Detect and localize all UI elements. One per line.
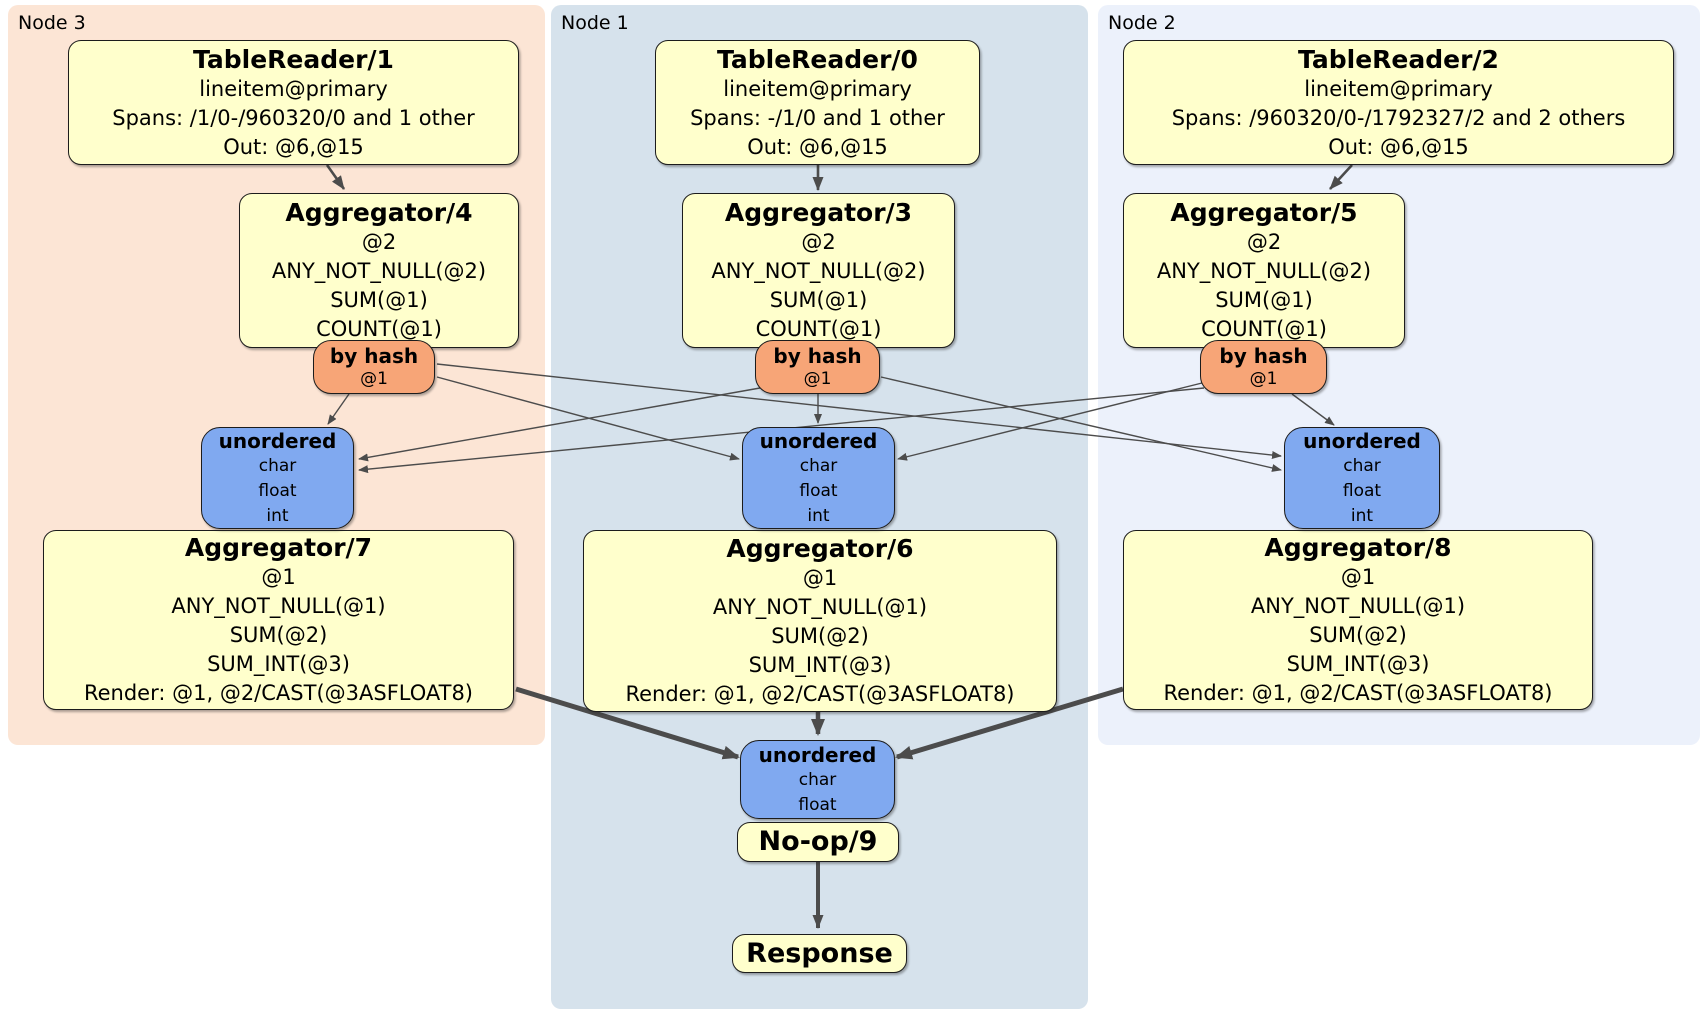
processor-line: @2 xyxy=(361,230,397,254)
processor-line: ANY_NOT_NULL(@1) xyxy=(171,594,386,618)
processor-title: Aggregator/4 xyxy=(285,198,473,227)
processor-line: lineitem@primary xyxy=(199,76,388,101)
router-router-hash-3: by hash@1 xyxy=(755,340,880,394)
sync-line: float xyxy=(258,480,297,501)
processor-noop-9: No-op/9 xyxy=(737,822,899,862)
processor-line: ANY_NOT_NULL(@1) xyxy=(1250,594,1466,618)
router-title: by hash xyxy=(329,344,419,368)
processor-line: Out: @6,@15 xyxy=(1328,134,1469,159)
sync-line: float xyxy=(799,480,838,501)
sync-title: unordered xyxy=(218,428,337,453)
processor-line: SUM(@1) xyxy=(330,288,428,312)
processor-line: COUNT(@1) xyxy=(316,317,442,341)
processor-line: @2 xyxy=(801,230,836,254)
sync-line: float xyxy=(798,794,837,815)
sync-line: char xyxy=(1343,455,1381,476)
node-region-label: Node 3 xyxy=(18,12,86,34)
processor-response: Response xyxy=(732,934,907,973)
node-region-label: Node 2 xyxy=(1108,12,1176,34)
processor-line: SUM(@2) xyxy=(1309,623,1407,647)
processor-line: lineitem@primary xyxy=(1304,76,1493,101)
processor-line: Spans: /1/0-/960320/0 and 1 other xyxy=(112,105,475,130)
processor-line: COUNT(@1) xyxy=(755,317,882,341)
processor-title: Aggregator/6 xyxy=(726,534,914,563)
sync-line: int xyxy=(1350,505,1374,526)
processor-line: @1 xyxy=(1340,565,1376,589)
processor-line: SUM_INT(@3) xyxy=(748,653,892,677)
router-router-hash-4: by hash@1 xyxy=(313,340,435,394)
processor-line: SUM_INT(@3) xyxy=(1286,652,1430,676)
sync-title: unordered xyxy=(1303,428,1421,453)
processor-line: SUM_INT(@3) xyxy=(207,652,350,676)
processor-line: @1 xyxy=(802,566,838,590)
processor-line: COUNT(@1) xyxy=(1201,317,1327,341)
sync-line: int xyxy=(266,505,289,526)
router-line: @1 xyxy=(1249,369,1278,389)
processor-title: Aggregator/5 xyxy=(1170,198,1358,227)
processor-line: ANY_NOT_NULL(@1) xyxy=(712,595,928,619)
sync-line: char xyxy=(258,455,297,476)
processor-line: SUM(@2) xyxy=(771,624,869,648)
router-line: @1 xyxy=(360,369,388,389)
processor-title: TableReader/0 xyxy=(717,44,918,74)
router-title: by hash xyxy=(1219,344,1308,368)
processor-line: Render: @1, @2/CAST(@3ASFLOAT8) xyxy=(83,681,474,705)
processor-line: Spans: -/1/0 and 1 other xyxy=(690,105,945,130)
sync-line: char xyxy=(798,769,837,790)
processor-line: Render: @1, @2/CAST(@3ASFLOAT8) xyxy=(625,682,1015,706)
processor-line: ANY_NOT_NULL(@2) xyxy=(1156,259,1372,283)
processor-line: lineitem@primary xyxy=(723,76,912,101)
sync-line: float xyxy=(1342,480,1382,501)
processor-title: No-op/9 xyxy=(758,826,878,857)
processor-line: ANY_NOT_NULL(@2) xyxy=(711,259,926,283)
processor-line: ANY_NOT_NULL(@2) xyxy=(271,259,487,283)
processor-line: @1 xyxy=(261,565,296,589)
node-region-label: Node 1 xyxy=(561,12,629,34)
processor-line: SUM(@1) xyxy=(769,288,868,312)
processor-title: TableReader/2 xyxy=(1298,44,1499,74)
router-line: @1 xyxy=(803,369,832,389)
processor-line: SUM(@1) xyxy=(1215,288,1313,312)
processor-line: Out: @6,@15 xyxy=(223,134,364,159)
processor-line: Spans: /960320/0-/1792327/2 and 2 others xyxy=(1171,105,1626,130)
processor-line: SUM(@2) xyxy=(229,623,328,647)
sync-title: unordered xyxy=(758,742,877,767)
router-title: by hash xyxy=(773,344,862,368)
processor-line: Render: @1, @2/CAST(@3ASFLOAT8) xyxy=(1163,681,1553,705)
router-router-hash-5: by hash@1 xyxy=(1200,340,1327,394)
sync-line: char xyxy=(799,455,838,476)
processor-title: Aggregator/7 xyxy=(184,533,373,562)
processor-line: Out: @6,@15 xyxy=(747,134,888,159)
processor-title: Aggregator/3 xyxy=(724,198,913,227)
processor-title: Response xyxy=(746,937,893,969)
sync-title: unordered xyxy=(759,428,878,453)
processor-title: TableReader/1 xyxy=(193,44,394,74)
processor-line: @2 xyxy=(1246,230,1282,254)
sync-line: int xyxy=(807,505,830,526)
processor-title: Aggregator/8 xyxy=(1264,533,1452,562)
